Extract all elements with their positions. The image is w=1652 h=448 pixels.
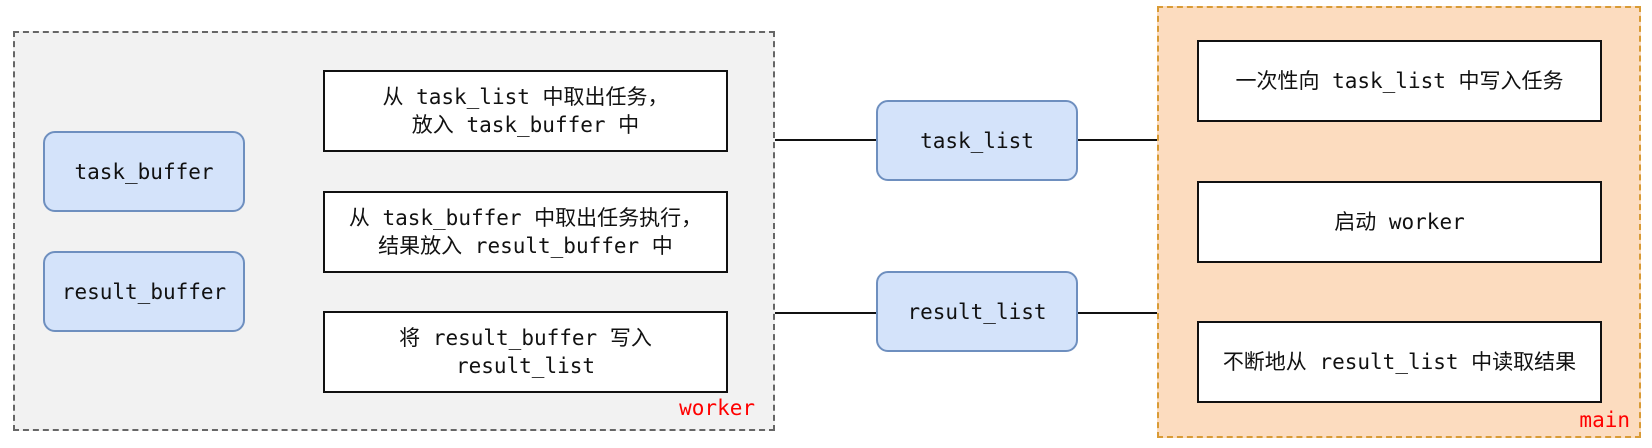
task-list-label: task_list [920, 128, 1034, 153]
main-step-2-text: 启动 worker [1334, 210, 1465, 234]
main-step-3: 不断地从 result_list 中读取结果 [1197, 321, 1602, 403]
main-step-3-text: 不断地从 result_list 中读取结果 [1222, 350, 1577, 374]
result-list-label: result_list [907, 299, 1047, 324]
result-list-node: result_list [876, 271, 1078, 352]
worker-step-1: 从 task_list 中取出任务， 放入 task_buffer 中 [323, 70, 728, 152]
main-group-label: main [1579, 408, 1630, 432]
main-step-1-text: 一次性向 task_list 中写入任务 [1235, 69, 1564, 93]
result-buffer-node: result_buffer [43, 251, 245, 332]
worker-group-label: worker [679, 396, 755, 420]
main-step-2: 启动 worker [1197, 181, 1602, 263]
worker-step-2-text: 从 task_buffer 中取出任务执行， 结果放入 result_buffe… [348, 206, 703, 258]
worker-step-3-text: 将 result_buffer 写入 result_list [399, 326, 652, 378]
worker-step-3: 将 result_buffer 写入 result_list [323, 311, 728, 393]
task-list-node: task_list [876, 100, 1078, 181]
task-buffer-node: task_buffer [43, 131, 245, 212]
worker-step-1-text: 从 task_list 中取出任务， 放入 task_buffer 中 [382, 85, 669, 137]
result-buffer-label: result_buffer [61, 279, 227, 304]
worker-step-2: 从 task_buffer 中取出任务执行， 结果放入 result_buffe… [323, 191, 728, 273]
main-step-1: 一次性向 task_list 中写入任务 [1197, 40, 1602, 122]
task-buffer-label: task_buffer [74, 159, 214, 184]
